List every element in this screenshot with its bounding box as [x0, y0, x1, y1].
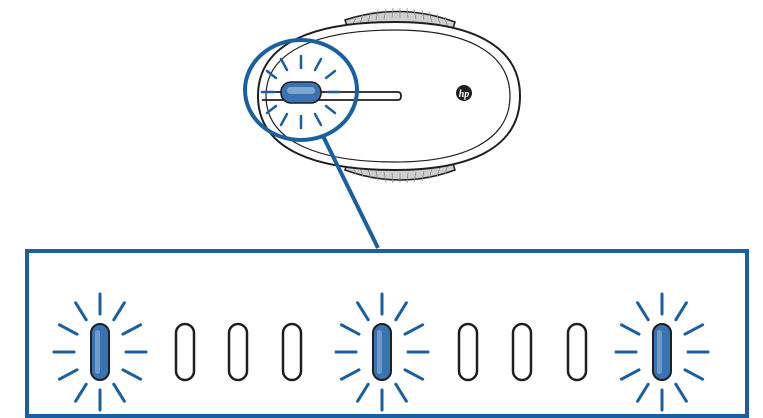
blink-step-off: [459, 324, 477, 380]
hp-logo: hp: [456, 85, 472, 101]
led-off: [176, 324, 194, 380]
led-highlight: [657, 330, 662, 374]
led-off: [459, 324, 477, 380]
led-off: [229, 324, 247, 380]
blink-step-off: [513, 324, 531, 380]
blink-step-off: [283, 324, 301, 380]
led-highlight: [377, 330, 382, 374]
led-highlight: [95, 330, 100, 374]
mouse: hp: [245, 8, 520, 183]
blink-step-off: [176, 324, 194, 380]
blink-step-off: [568, 324, 586, 380]
hp-logo-text: hp: [459, 89, 470, 100]
blink-step-off: [229, 324, 247, 380]
led-off: [283, 324, 301, 380]
led-off: [568, 324, 586, 380]
mouse-led-highlight: [287, 87, 315, 94]
led-off: [513, 324, 531, 380]
